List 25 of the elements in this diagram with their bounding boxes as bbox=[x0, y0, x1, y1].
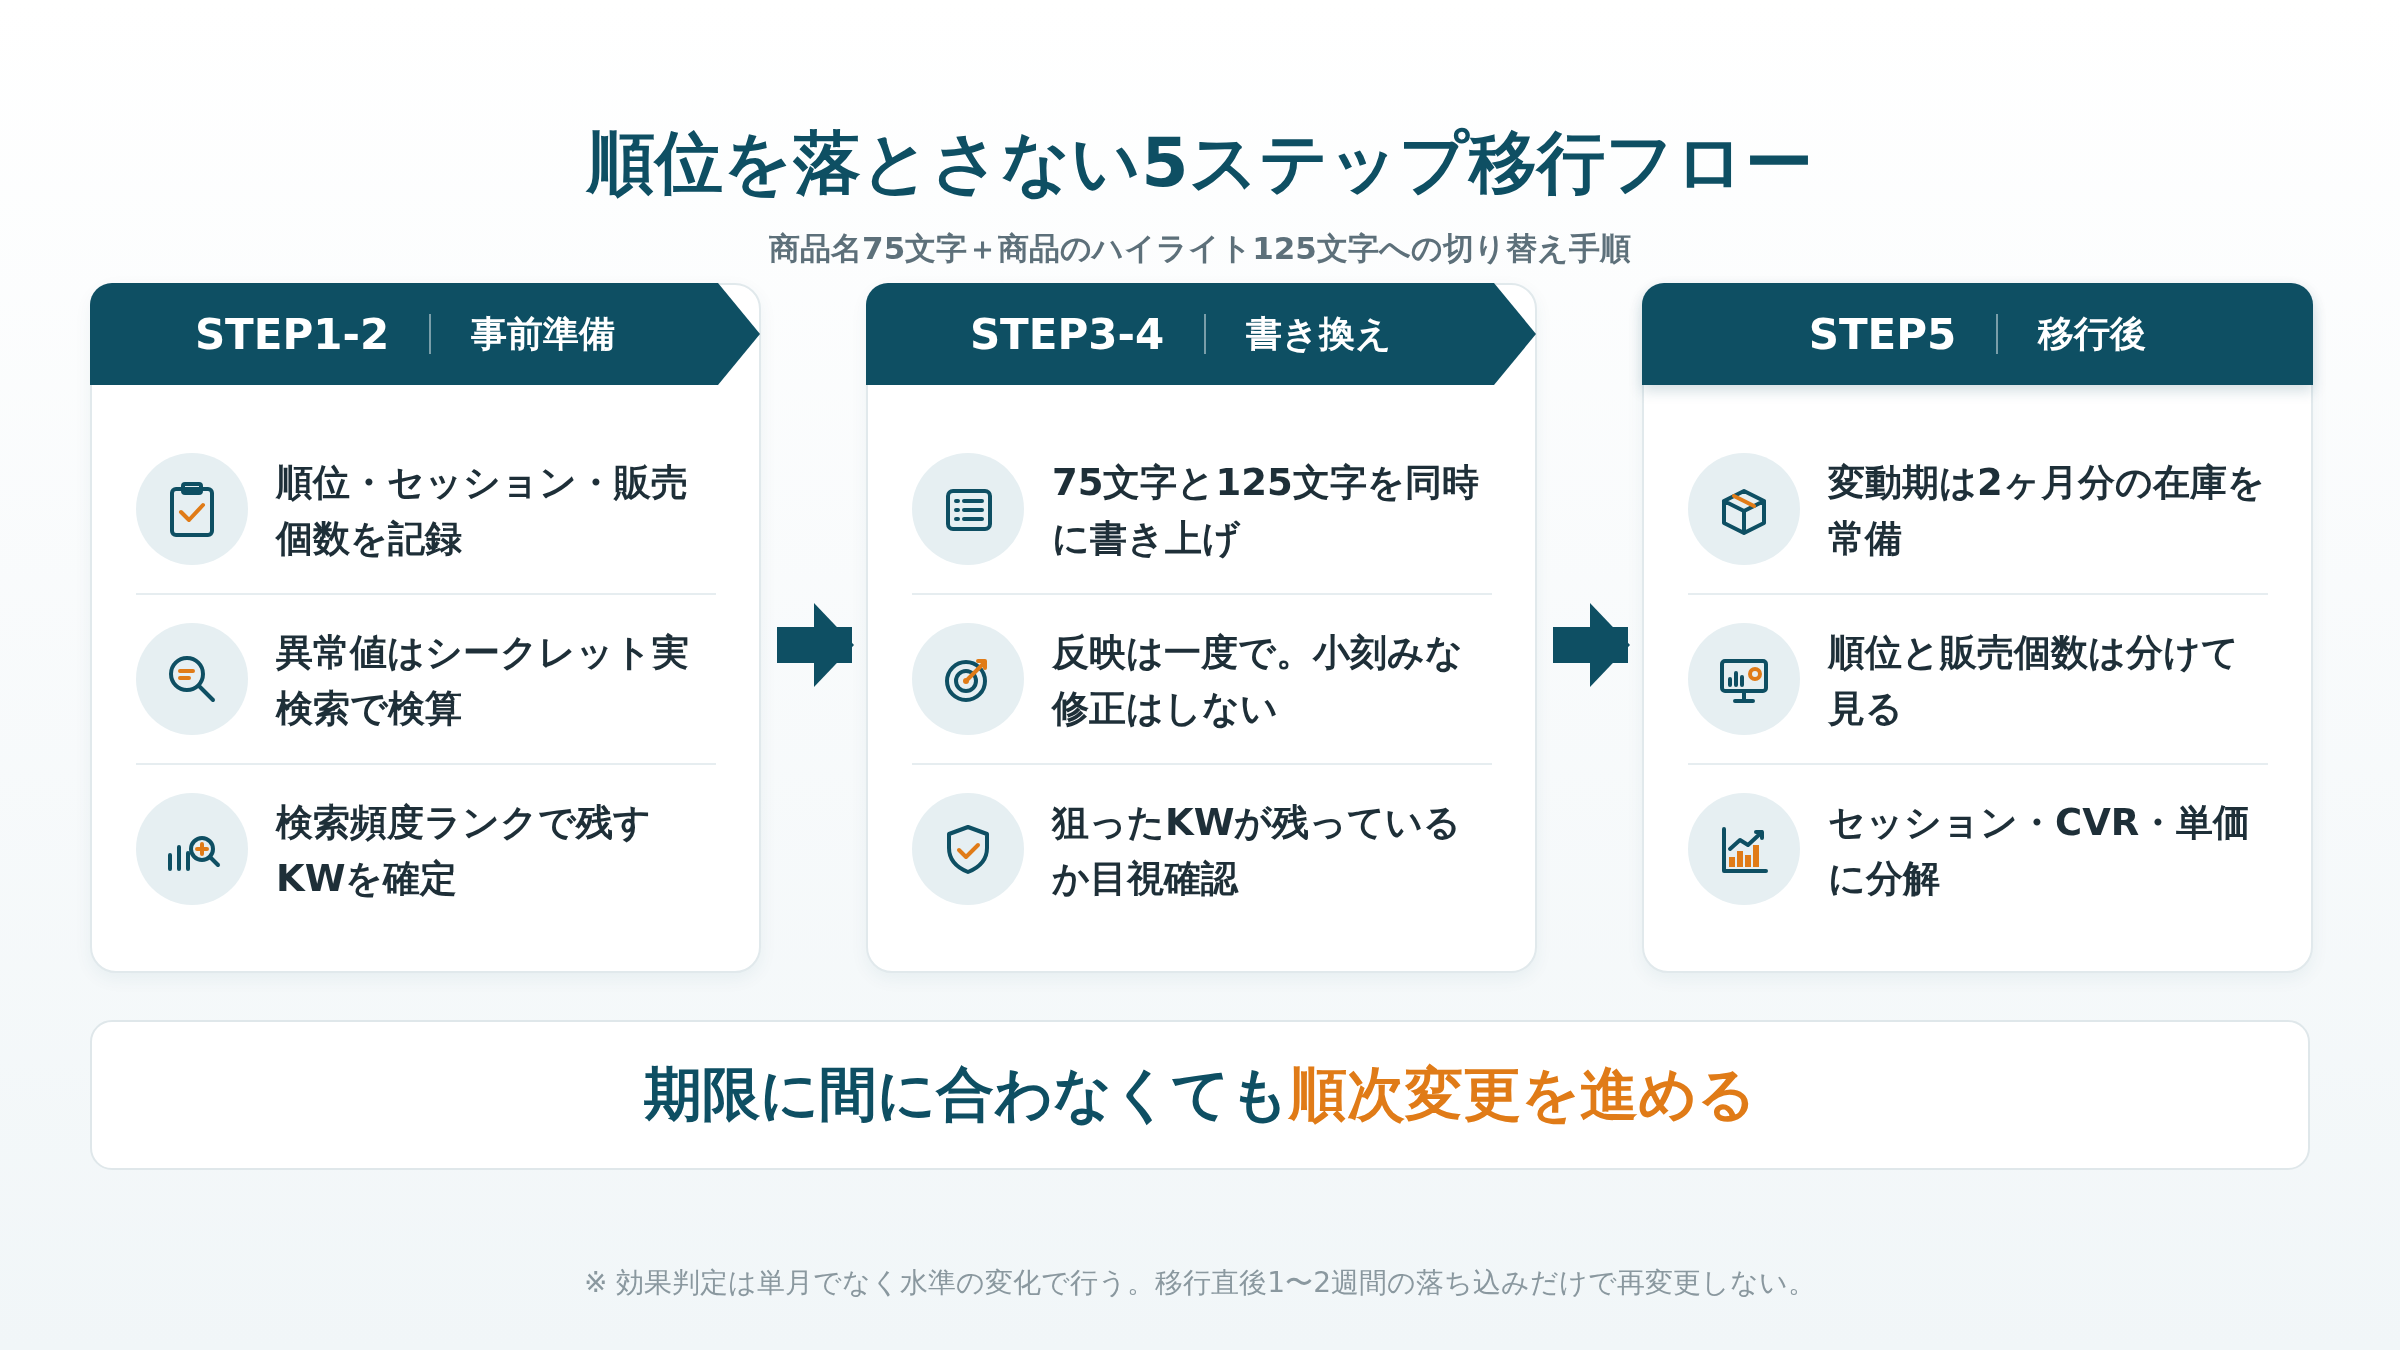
flow-arrow bbox=[1553, 603, 1630, 687]
title: 順位を落とさない5ステップ移行フロー bbox=[585, 122, 1814, 204]
summary-text: 期限に間に合わなくても順次変更を進める bbox=[644, 1059, 1756, 1130]
item-text: 狙ったKWが残っているか目視確認 bbox=[1052, 800, 1463, 902]
step-card bbox=[1642, 283, 2313, 973]
step-card bbox=[90, 283, 761, 973]
item-text: 反映は一度で。小刻みな修正はしない bbox=[1052, 630, 1464, 732]
step-title: 移行後 bbox=[2038, 311, 2147, 356]
item-text: 75文字と125文字を同時に書き上げ bbox=[1052, 460, 1480, 562]
item-text: 検索頻度ランクで残すKWを確定 bbox=[276, 800, 652, 902]
step-title: 書き換え bbox=[1246, 311, 1393, 356]
subtitle: 商品名75文字＋商品のハイライト125文字への切り替え手順 bbox=[768, 229, 1632, 268]
footnote: ※ 効果判定は単月でなく水準の変化で行う。移行直後1〜2週間の落ち込みだけで再変更しない。 bbox=[583, 1265, 1817, 1301]
step-number: STEP3-4 bbox=[969, 309, 1165, 359]
summary-panel bbox=[90, 1020, 2310, 1170]
item-text: 変動期は2ヶ月分の在庫を常備 bbox=[1828, 460, 2266, 562]
item-text: 異常値はシークレット実検索で検算 bbox=[276, 630, 690, 732]
item-text: 順位と販売個数は分けて見る bbox=[1828, 630, 2240, 732]
item-text: 順位・セッション・販売個数を記録 bbox=[276, 460, 689, 562]
step-number: STEP5 bbox=[1808, 309, 1957, 359]
step-card bbox=[866, 283, 1537, 973]
item-text: セッション・CVR・単価に分解 bbox=[1828, 800, 2252, 902]
flow-arrow bbox=[777, 603, 854, 687]
step-number: STEP1-2 bbox=[194, 309, 390, 359]
step-title: 事前準備 bbox=[471, 311, 616, 356]
